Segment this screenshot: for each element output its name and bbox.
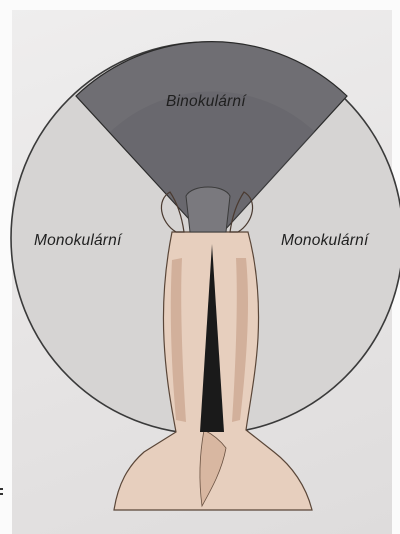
monocular-right-label: Monokulární: [281, 232, 369, 250]
binocular-label: Binokulární: [166, 93, 246, 111]
monocular-left-label: Monokulární: [34, 232, 122, 250]
page-margin-mark: [0, 486, 4, 500]
horse-head: [186, 187, 230, 232]
